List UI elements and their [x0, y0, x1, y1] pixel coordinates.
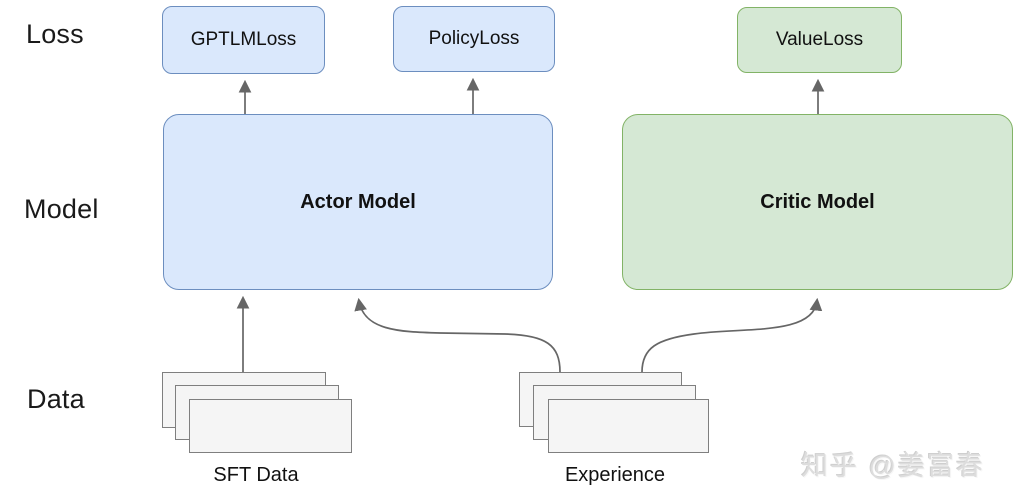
node-valueloss-label: ValueLoss [775, 29, 864, 50]
node-actor-model-label: Actor Model [300, 190, 416, 213]
row-label-data: Data [27, 384, 85, 414]
arrow-experience-to-actor [354, 297, 561, 373]
sftdata-label: SFT Data [213, 464, 299, 486]
node-policyloss-label: PolicyLoss [428, 28, 520, 49]
node-critic-model: Critic Model [622, 114, 1013, 290]
zhihu-watermark: 知乎 @姜富春 [801, 451, 985, 481]
node-gptlmloss-label: GPTLMLoss [190, 29, 297, 50]
sftdata-sheet-front [189, 399, 352, 453]
row-label-model: Model [24, 194, 99, 224]
experience-label: Experience [564, 464, 666, 486]
row-label-loss: Loss [26, 19, 84, 49]
node-policyloss: PolicyLoss [393, 6, 555, 72]
node-valueloss: ValueLoss [737, 7, 902, 73]
node-actor-model: Actor Model [163, 114, 553, 290]
node-gptlmloss: GPTLMLoss [162, 6, 325, 74]
experience-sheet-front [548, 399, 709, 453]
arrow-experience-to-critic [641, 297, 823, 373]
node-critic-model-label: Critic Model [760, 190, 875, 213]
